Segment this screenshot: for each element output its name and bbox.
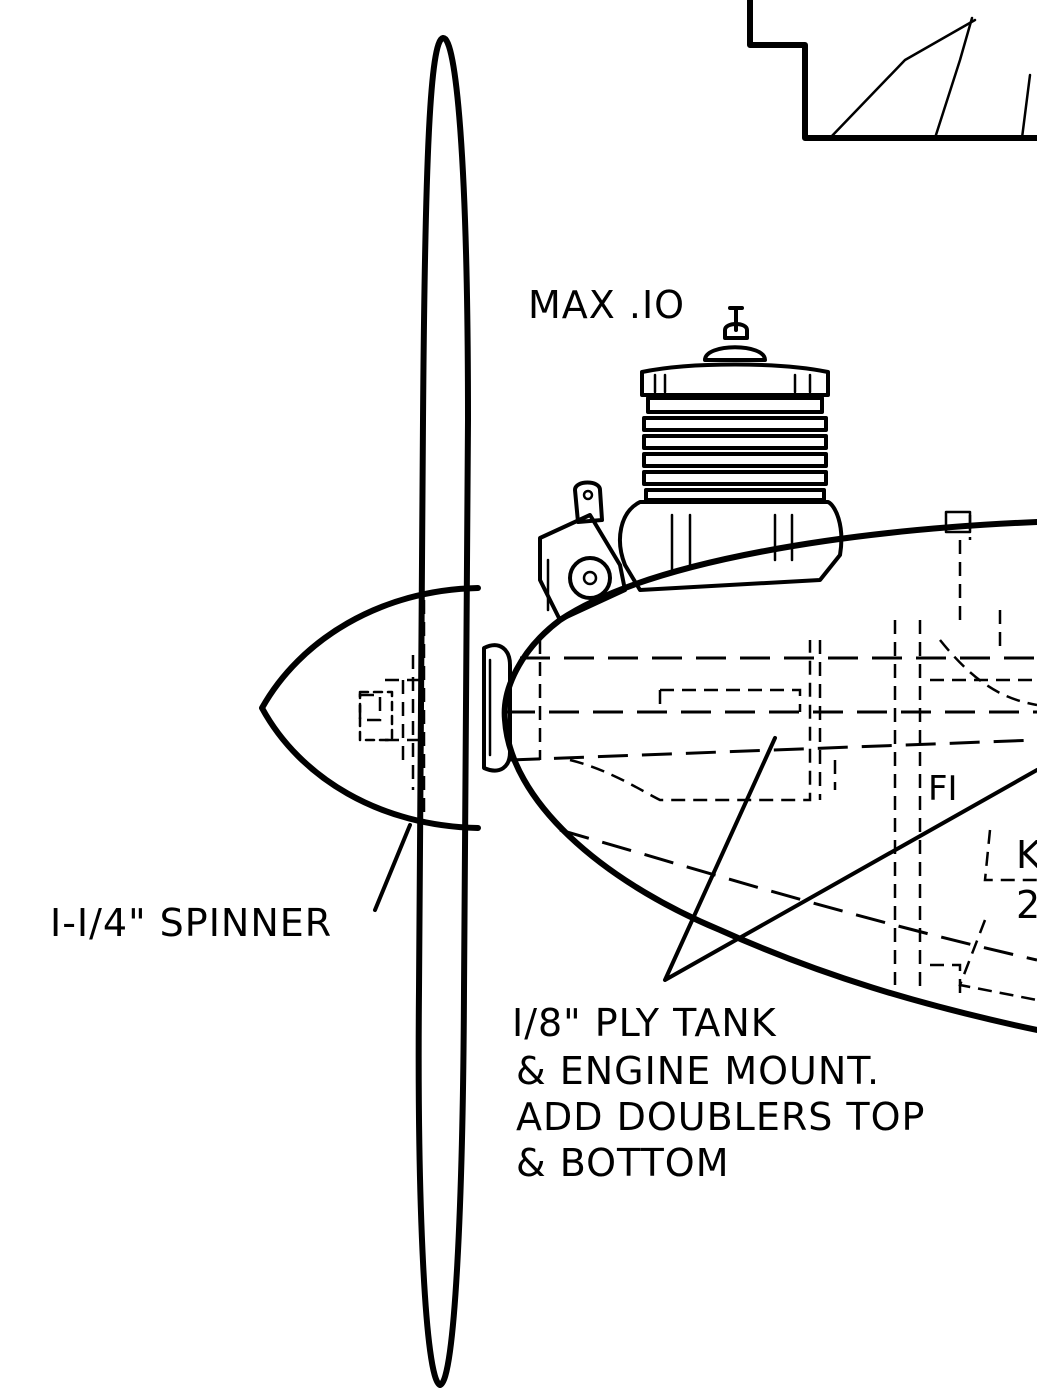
spinner — [259, 585, 481, 831]
cut-label-2: 2 — [1016, 883, 1037, 927]
cowl-outline — [501, 519, 1037, 1033]
former-label: FI — [928, 769, 958, 809]
propeller — [415, 35, 471, 1388]
spinner-label: I-I/4" SPINNER — [50, 901, 332, 945]
tank-note: I/8" PLY TANK & ENGINE MOUNT. ADD DOUBLE… — [512, 1001, 925, 1185]
tank-note-line-4: & BOTTOM — [516, 1141, 729, 1185]
cut-label-k: K — [1016, 833, 1037, 877]
upper-structure-fragment — [747, 0, 1037, 141]
tank-note-line-1: I/8" PLY TANK — [512, 1001, 777, 1045]
tank-note-line-3: ADD DOUBLERS TOP — [516, 1095, 925, 1139]
leader-lines — [373, 736, 1037, 982]
engine-label: MAX .IO — [528, 283, 685, 327]
former-f1 — [944, 510, 972, 620]
engine-mount-dashed — [505, 610, 1037, 1002]
tank-note-line-2: & ENGINE MOUNT. — [516, 1049, 880, 1093]
engine-max-10 — [538, 306, 844, 622]
